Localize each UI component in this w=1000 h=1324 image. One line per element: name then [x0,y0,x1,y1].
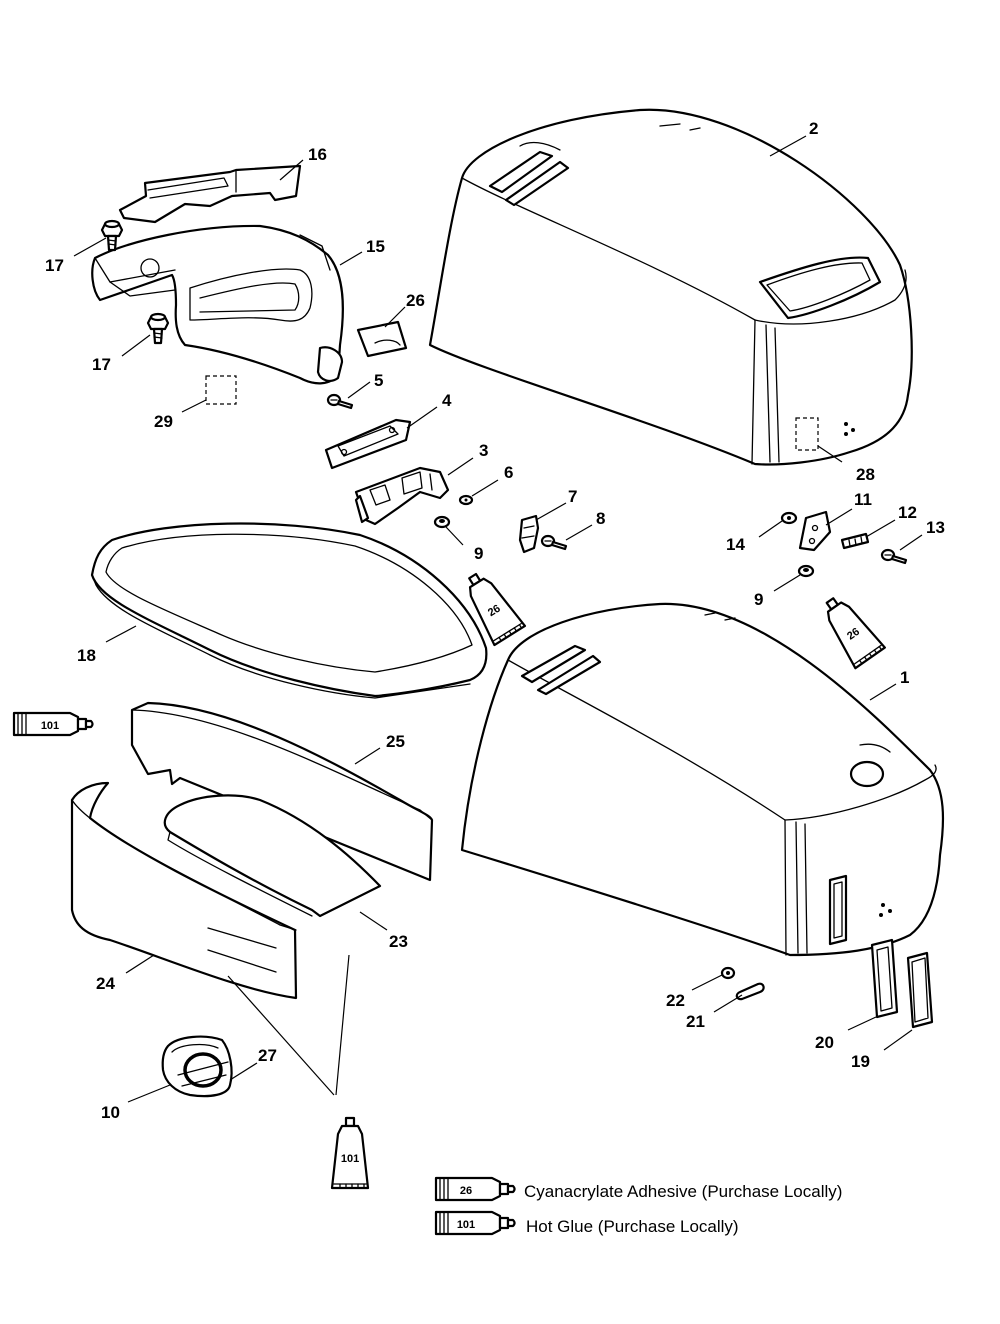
pad-23 [163,794,382,918]
plate-12 [840,532,870,550]
callout-8: 8 [596,509,605,528]
tube-26-right-label: 26 [845,626,862,643]
legend-text-cyanacrylate: Cyanacrylate Adhesive (Purchase Locally) [524,1182,842,1201]
callout-21: 21 [686,1012,705,1031]
callout-22: 22 [666,991,685,1010]
callout-9-right: 9 [754,590,763,609]
callout-13: 13 [926,518,945,537]
foam-panel-25 [130,701,434,882]
callout-10: 10 [101,1103,120,1122]
top-cowl-part-2 [428,108,913,466]
grommet-9-right [797,564,815,578]
panel-24 [70,781,298,1000]
callout-numbers: 2 16 17 15 26 17 5 29 4 3 6 7 8 9 28 14 … [45,119,945,1122]
callout-2: 2 [809,119,818,138]
part-16 [118,164,302,224]
pin-21 [735,982,765,1001]
legend-tube-26: 26 [434,1176,516,1202]
bolt-17-upper [100,219,124,252]
callout-12: 12 [898,503,917,522]
grille-insert-19 [906,951,934,1029]
callout-3: 3 [479,441,488,460]
callout-26-plate: 26 [406,291,425,310]
tube-101-left: 101 [12,711,94,737]
screw-8 [540,534,568,551]
callout-29: 29 [154,412,173,431]
callout-15: 15 [366,237,385,256]
callout-9-left: 9 [474,544,483,563]
nut-6 [458,494,474,506]
grille-frame-20 [870,938,899,1019]
nut-22 [720,966,736,980]
callout-1: 1 [900,668,909,687]
latch-3 [354,466,450,526]
callout-23: 23 [389,932,408,951]
callout-5: 5 [374,371,383,390]
callout-27: 27 [258,1046,277,1065]
callout-14: 14 [726,535,745,554]
legend-tube-101: 101 [434,1210,516,1236]
callout-6: 6 [504,463,513,482]
decal-29 [205,375,237,405]
gasket-27 [177,1052,229,1088]
tube-26-left-label: 26 [486,603,503,620]
callout-28: 28 [856,465,875,484]
callout-11: 11 [854,490,872,509]
callout-16: 16 [308,145,327,164]
tube-101-bottom: 101 [330,1116,370,1190]
legend-code-101: 101 [457,1219,475,1231]
latch-hook-7 [518,514,540,554]
legend: 26 Cyanacrylate Adhesive (Purchase Local… [434,1176,842,1236]
callout-4: 4 [442,391,452,410]
legend-text-hot-glue: Hot Glue (Purchase Locally) [526,1217,739,1236]
bracket-plate-4 [324,418,412,470]
seal-gasket-18 [90,522,488,699]
plate-26 [356,320,408,358]
tube-101-left-label: 101 [41,720,59,732]
grommet-9-left [433,515,451,529]
callout-20: 20 [815,1033,834,1052]
screw-13 [880,548,908,565]
nut-14 [780,511,798,525]
callout-17-upper: 17 [45,256,64,275]
callout-18: 18 [77,646,96,665]
leader-lines [73,135,923,1103]
bottom-cowl-part-1 [460,602,945,957]
callout-19: 19 [851,1052,870,1071]
bracket-11 [798,510,832,552]
tube-26-left: 26 [456,565,527,647]
callout-17-lower: 17 [92,355,111,374]
callout-24: 24 [96,974,115,993]
legend-code-26: 26 [460,1185,472,1197]
callout-25: 25 [386,732,405,751]
part-15 [91,224,344,385]
bolt-17-lower [146,312,170,345]
tube-101-bottom-label: 101 [341,1153,359,1165]
screw-5 [326,393,354,410]
tube-26-right: 26 [814,589,886,670]
callout-7: 7 [568,487,577,506]
